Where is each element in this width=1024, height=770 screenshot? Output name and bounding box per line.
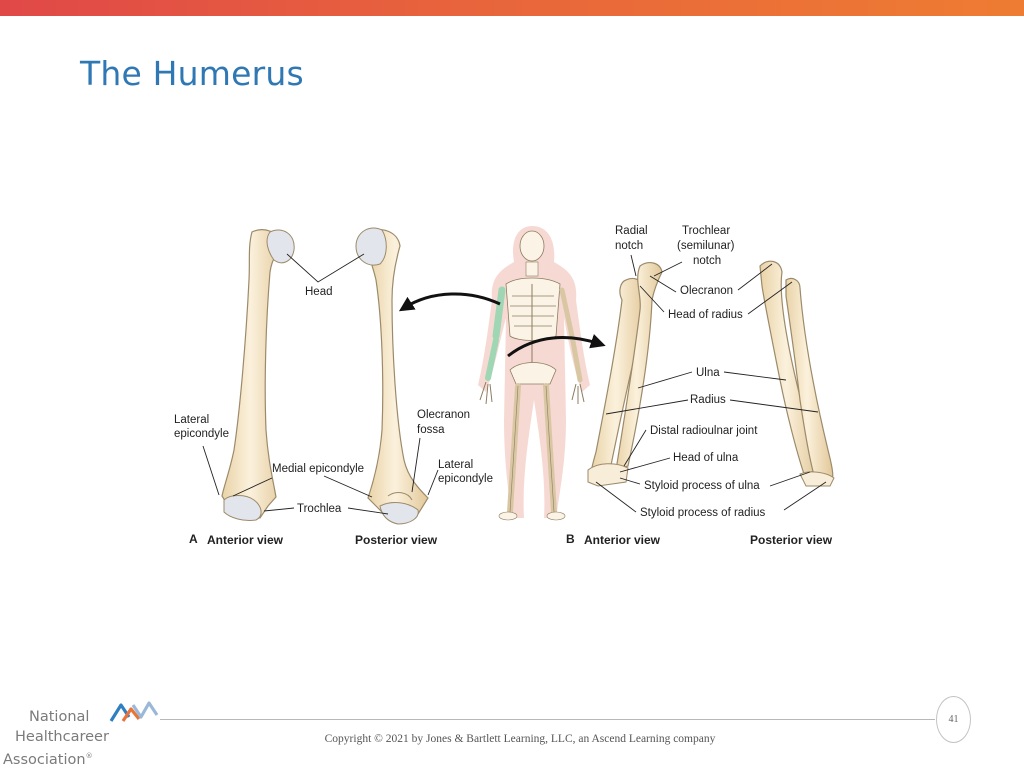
forearm-posterior — [759, 260, 835, 487]
panel-b-anterior-caption: Anterior view — [584, 533, 661, 547]
label-olecranon-fossa-line1: Olecranon — [417, 409, 470, 421]
label-radial-notch-line2: notch — [615, 240, 643, 252]
label-styloid-process-of-radius: Styloid process of radius — [640, 507, 766, 519]
label-styloid-process-of-ulna: Styloid process of ulna — [644, 480, 760, 492]
label-olecranon-fossa-line2: fossa — [417, 424, 445, 436]
logo-registered-mark: ® — [85, 752, 93, 760]
logo-line-healthcareer: Healthcareer — [15, 728, 109, 745]
logo-line-association: Association® — [2, 747, 130, 770]
nha-logo-mark-icon — [109, 701, 159, 722]
panel-b-leader-lines — [595, 254, 827, 513]
label-lateral-epicondyle-line2: epicondyle — [174, 428, 229, 440]
logo-association-word: Association — [3, 751, 86, 768]
panel-a-anterior-caption: Anterior view — [207, 533, 284, 547]
page-number-text: 41 — [948, 714, 959, 725]
label-trochlear-notch-line3: notch — [693, 255, 721, 267]
label-lateral-epicondyle-posterior-line2: epicondyle — [438, 473, 493, 485]
label-lateral-epicondyle-posterior-line1: Lateral — [438, 459, 473, 471]
panel-a-letter: A — [189, 532, 198, 546]
label-distal-radioulnar-joint: Distal radioulnar joint — [650, 425, 758, 437]
label-lateral-epicondyle-line1: Lateral — [174, 414, 209, 426]
top-accent-bar — [0, 0, 1024, 16]
label-trochlea: Trochlea — [297, 503, 342, 515]
label-medial-epicondyle: Medial epicondyle — [272, 463, 364, 475]
forearm-anterior — [587, 262, 663, 487]
skeleton-figure — [478, 226, 590, 521]
panel-b-labels: Radial notch Trochlear (semilunar) notch… — [566, 225, 833, 547]
label-ulna: Ulna — [696, 367, 720, 379]
nha-logo-text: National Healthcareer Association® — [2, 708, 130, 770]
label-head: Head — [305, 286, 333, 298]
slide-title: The Humerus — [80, 54, 304, 93]
label-head-of-ulna: Head of ulna — [673, 452, 739, 464]
panel-a-labels: Head Lateral epicondyle Medial epicondyl… — [174, 286, 493, 547]
copyright-notice: Copyright © 2021 by Jones & Bartlett Lea… — [324, 733, 716, 745]
logo-line-national: National — [29, 709, 90, 725]
panel-a-leader-lines — [202, 253, 439, 515]
label-trochlear-notch-line1: Trochlear — [682, 225, 730, 237]
label-olecranon: Olecranon — [680, 285, 733, 297]
humerus-anterior — [221, 229, 295, 521]
page-number: 41 — [936, 696, 971, 743]
label-trochlear-notch-line2: (semilunar) — [677, 240, 735, 252]
label-head-of-radius: Head of radius — [668, 309, 743, 321]
pointer-arrows — [398, 292, 606, 358]
panel-b-letter: B — [566, 532, 575, 546]
footer-divider — [160, 719, 935, 720]
humerus-posterior — [355, 227, 429, 525]
label-radius: Radius — [690, 394, 726, 406]
label-radial-notch-line1: Radial — [615, 225, 648, 237]
panel-a-posterior-caption: Posterior view — [355, 533, 438, 547]
panel-b-posterior-caption: Posterior view — [750, 533, 833, 547]
